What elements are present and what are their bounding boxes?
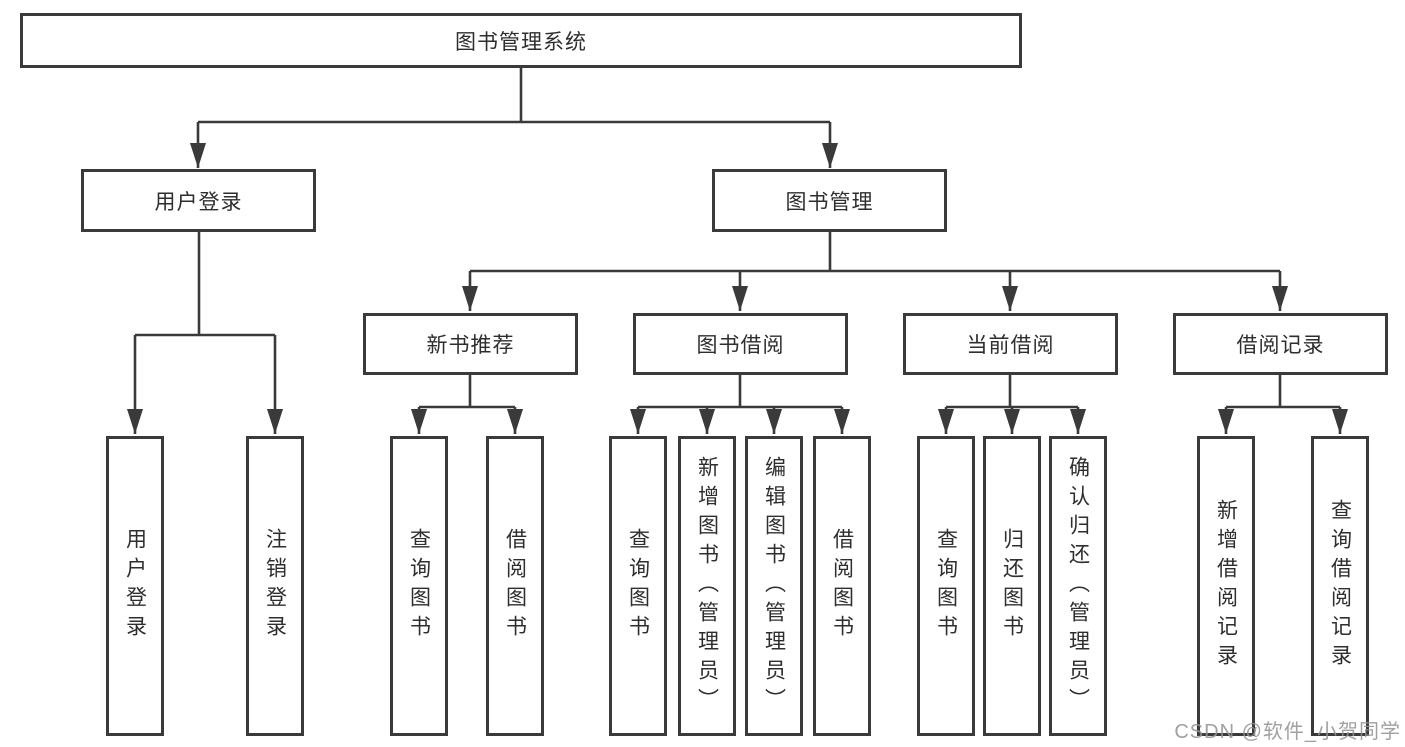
connector-current-borrow-branch bbox=[946, 375, 1078, 409]
leaf-query-books-borrow: 查询图书 bbox=[609, 436, 667, 736]
leaf-logout-label: 注销登录 bbox=[263, 528, 287, 644]
node-borrow-records: 借阅记录 bbox=[1173, 313, 1388, 375]
node-book-management: 图书管理 bbox=[712, 169, 947, 232]
leaf-edit-books-admin-label: 编辑图书（管理员） bbox=[762, 455, 786, 717]
node-user-login-label: 用户登录 bbox=[154, 190, 243, 214]
node-root-label: 图书管理系统 bbox=[455, 30, 587, 54]
leaf-user-login-label: 用户登录 bbox=[123, 528, 147, 644]
leaf-query-books-current: 查询图书 bbox=[917, 436, 975, 736]
leaf-query-books-current-label: 查询图书 bbox=[934, 528, 958, 644]
leaf-query-borrow-record-label: 查询借阅记录 bbox=[1328, 499, 1352, 673]
leaf-borrow-books-recommend-label: 借阅图书 bbox=[503, 528, 527, 644]
leaf-borrow-books-recommend: 借阅图书 bbox=[486, 436, 544, 736]
connector-new-book-recommend-branch bbox=[419, 375, 515, 409]
node-borrow-records-label: 借阅记录 bbox=[1236, 334, 1325, 357]
leaf-query-books-recommend-label: 查询图书 bbox=[407, 528, 431, 644]
leaf-add-books-admin: 新增图书（管理员） bbox=[678, 436, 736, 736]
connector-borrow-records-branch bbox=[1226, 375, 1340, 409]
node-current-borrow: 当前借阅 bbox=[903, 313, 1118, 375]
leaf-return-books: 归还图书 bbox=[983, 436, 1041, 736]
node-current-borrow-label: 当前借阅 bbox=[966, 334, 1055, 357]
node-book-borrow: 图书借阅 bbox=[633, 313, 848, 375]
node-new-book-recommend: 新书推荐 bbox=[363, 313, 578, 375]
node-new-book-recommend-label: 新书推荐 bbox=[426, 334, 515, 357]
leaf-confirm-return-admin-label: 确认归还（管理员） bbox=[1066, 455, 1090, 717]
leaf-add-books-admin-label: 新增图书（管理员） bbox=[695, 455, 719, 717]
leaf-query-books-borrow-label: 查询图书 bbox=[626, 528, 650, 644]
connector-root-branch bbox=[198, 68, 830, 124]
leaf-query-borrow-record: 查询借阅记录 bbox=[1311, 436, 1369, 736]
leaf-add-borrow-record: 新增借阅记录 bbox=[1197, 436, 1255, 736]
connector-book-management-branch bbox=[470, 232, 1280, 273]
node-book-borrow-label: 图书借阅 bbox=[696, 334, 785, 357]
connector-book-borrow-branch bbox=[638, 375, 842, 409]
leaf-return-books-label: 归还图书 bbox=[1000, 528, 1024, 644]
leaf-query-books-recommend: 查询图书 bbox=[390, 436, 448, 736]
node-user-login: 用户登录 bbox=[81, 169, 316, 232]
node-book-management-label: 图书管理 bbox=[785, 190, 874, 214]
leaf-logout: 注销登录 bbox=[246, 436, 304, 736]
leaf-confirm-return-admin: 确认归还（管理员） bbox=[1049, 436, 1107, 736]
watermark: CSDN @软件_小贺同学 bbox=[1174, 721, 1401, 743]
node-root: 图书管理系统 bbox=[20, 13, 1022, 68]
leaf-borrow-books-label: 借阅图书 bbox=[830, 528, 854, 644]
connector-user-login-branch bbox=[135, 232, 275, 337]
leaf-borrow-books: 借阅图书 bbox=[813, 436, 871, 736]
leaf-add-borrow-record-label: 新增借阅记录 bbox=[1214, 499, 1238, 673]
leaf-edit-books-admin: 编辑图书（管理员） bbox=[745, 436, 803, 736]
leaf-user-login: 用户登录 bbox=[106, 436, 164, 736]
